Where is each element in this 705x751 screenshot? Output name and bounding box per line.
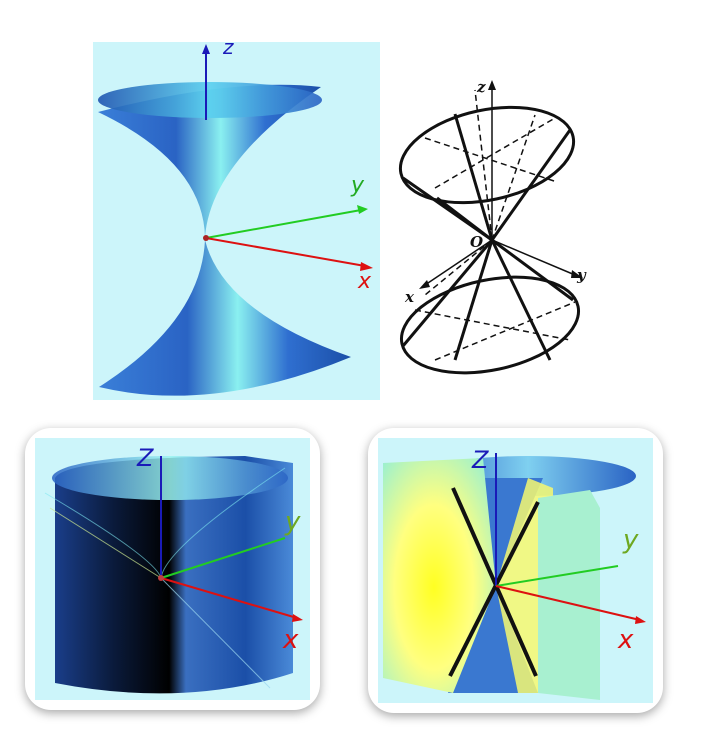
- lower-ellipse: [399, 275, 581, 375]
- x-axis-arrow-icon: [292, 614, 303, 622]
- x-axis: [495, 585, 641, 621]
- panel-inner: Z y x: [378, 438, 653, 703]
- panel-inner: Z y x: [35, 438, 310, 700]
- x-axis-arrow-icon: [360, 262, 373, 271]
- y-axis-label: y: [576, 266, 587, 284]
- y-axis-arrow-icon: [571, 270, 583, 278]
- y-axis-label: y: [622, 525, 639, 555]
- cone-3d-svg: z y x: [93, 42, 380, 400]
- origin-point: [203, 235, 209, 241]
- cone-line-drawing: z x y O: [395, 70, 605, 390]
- x-axis-label: x: [404, 288, 415, 306]
- y-axis-arrow-icon: [357, 205, 368, 214]
- cone-section-render-dark: Z y x: [25, 428, 320, 710]
- upper-nappe: [98, 84, 321, 238]
- intersection-line: [49, 507, 162, 579]
- intersection-line: [448, 501, 540, 677]
- upper-ellipse: [398, 105, 576, 205]
- origin-point: [158, 575, 164, 581]
- x-axis: [205, 237, 366, 267]
- y-axis-label: y: [350, 173, 365, 198]
- y-axis-label: y: [284, 507, 301, 537]
- intersection-line: [451, 487, 538, 677]
- x-axis-label: x: [282, 625, 299, 655]
- upper-nappe-rim: [98, 82, 322, 118]
- cone-line-svg: z x y O: [398, 78, 587, 375]
- x-axis-label: x: [357, 269, 372, 294]
- cone-section-svg: Z y x: [35, 438, 310, 700]
- cone-3d-render: z y x: [93, 42, 380, 400]
- cone-plane-svg: Z y x: [378, 438, 653, 703]
- x-axis-label: x: [617, 625, 634, 655]
- intersection-line: [160, 577, 271, 689]
- cutting-plane-right: [538, 490, 600, 700]
- x-axis: [160, 577, 298, 619]
- origin-label: O: [470, 233, 483, 251]
- x-axis-arrow-icon: [635, 616, 646, 624]
- hidden-lines: [414, 89, 576, 361]
- y-axis: [160, 537, 286, 579]
- lower-nappe: [99, 240, 351, 396]
- z-axis-arrow-icon: [488, 80, 496, 90]
- z-axis-arrow-icon: [202, 44, 210, 54]
- y-axis: [205, 209, 362, 239]
- cone-outlines: [398, 105, 581, 375]
- z-axis-label: Z: [471, 446, 489, 474]
- x-axis-arrow-icon: [419, 280, 430, 289]
- z-axis-label: z: [222, 42, 234, 59]
- y-axis: [495, 565, 619, 587]
- z-axis-label: Z: [136, 444, 154, 472]
- z-axis-label: z: [476, 78, 486, 96]
- x-axis: [424, 239, 493, 286]
- upper-nappe-rim: [52, 456, 288, 500]
- cone-section-render-yellow: Z y x: [368, 428, 663, 713]
- y-axis: [491, 239, 576, 276]
